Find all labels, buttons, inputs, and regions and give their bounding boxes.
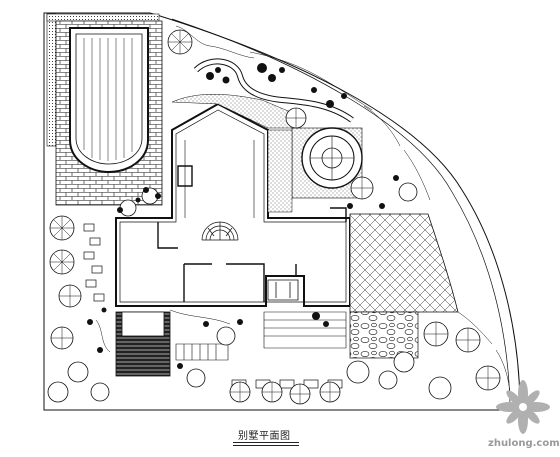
site-boundary-inner (171, 18, 511, 405)
caption-underline-double (233, 445, 299, 446)
spiral-staircase (201, 221, 239, 241)
drawing-caption: 别墅平面图 (238, 431, 291, 442)
garden-steps (175, 311, 347, 361)
entry-porch (267, 279, 299, 301)
watermark-text: zhulong.com (488, 438, 560, 449)
roof-line (184, 140, 255, 218)
winding-path-inner (194, 59, 354, 122)
pool-hedge (46, 13, 57, 147)
site-boundary (43, 12, 521, 411)
shrub-clusters (87, 63, 399, 369)
watermark: zhulong.com (488, 376, 560, 454)
interior-walls (157, 165, 347, 302)
caption-underline (233, 442, 299, 443)
east-plaza (349, 213, 459, 313)
stone-paving (349, 311, 419, 359)
deck-step (121, 311, 165, 337)
flower-logo-icon (496, 380, 550, 434)
lawn-east (267, 129, 293, 213)
round-garden (291, 127, 363, 199)
groundcover-scribbles (95, 25, 511, 393)
swimming-pool (69, 27, 149, 174)
pool-water-lines (83, 38, 133, 161)
tree-spokes (50, 30, 500, 404)
house-outline-wall (119, 109, 347, 303)
pool-hedge-top (46, 13, 160, 22)
swimming-pool-inner (75, 33, 143, 165)
